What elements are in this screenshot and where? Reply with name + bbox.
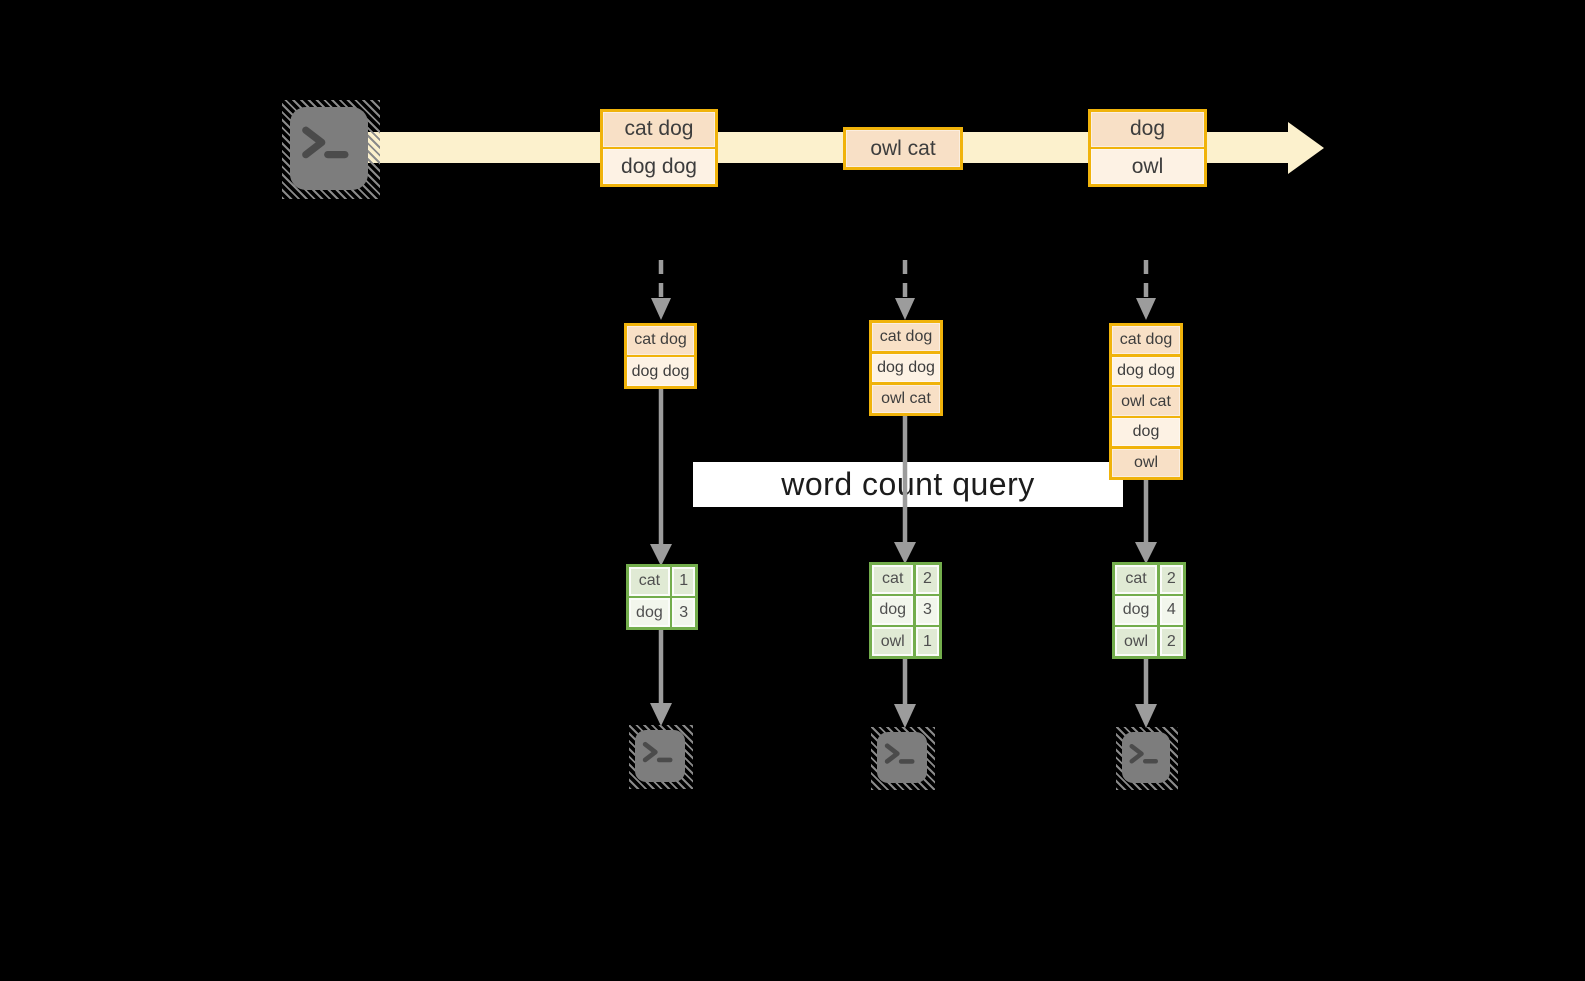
count-word: dog (1115, 596, 1158, 625)
stream-source-terminal-icon (282, 100, 380, 199)
event-buffer-1: cat dog dog dog (624, 323, 697, 389)
sink-arrow-3 (1135, 659, 1157, 728)
event-buffer-2: cat dog dog dog owl cat (869, 320, 943, 416)
query-arrow-1 (650, 389, 672, 566)
count-word: dog (629, 598, 670, 627)
buffer-line: dog (1112, 418, 1180, 447)
sink-arrow-1 (650, 630, 672, 726)
count-value: 3 (672, 598, 695, 627)
query-arrow-2 (894, 414, 916, 564)
buffer-line: dog dog (872, 353, 940, 383)
terminal-icon (877, 732, 927, 783)
count-table-1: cat 1 dog 3 (626, 564, 698, 630)
count-word: dog (872, 596, 914, 625)
terminal-icon (1122, 732, 1170, 783)
sink-terminal-icon-2 (871, 727, 935, 790)
dashed-arrow-down-3 (1136, 260, 1156, 320)
terminal-prompt-glyph (302, 126, 349, 159)
sink-arrow-2 (894, 659, 916, 728)
buffer-line: dog dog (1112, 356, 1180, 385)
stream-event-2: owl cat (843, 127, 963, 170)
buffer-line: cat dog (872, 323, 940, 352)
count-word: cat (872, 565, 914, 594)
buffer-line: owl cat (1112, 387, 1180, 416)
query-label: word count query (781, 466, 1035, 502)
terminal-icon (635, 730, 685, 782)
buffer-line: owl cat (872, 384, 940, 413)
terminal-icon (290, 107, 368, 190)
buffer-line: cat dog (1112, 326, 1180, 355)
count-word: owl (872, 627, 914, 656)
count-word: owl (1115, 627, 1158, 656)
stream-event-1: cat dog dog dog (600, 109, 718, 187)
stream-event-3: dog owl (1088, 109, 1207, 187)
count-value: 2 (915, 565, 939, 594)
count-value: 3 (915, 596, 939, 625)
count-word: cat (629, 567, 670, 596)
count-word: cat (1115, 565, 1158, 594)
terminal-prompt-glyph (884, 743, 915, 764)
event-line: dog (1091, 112, 1204, 147)
buffer-line: dog dog (627, 357, 694, 386)
event-line: owl cat (846, 130, 960, 167)
count-value: 1 (915, 627, 939, 656)
event-line: dog dog (603, 149, 715, 184)
dashed-arrow-down-2 (895, 260, 915, 320)
count-table-2: cat 2 dog 3 owl 1 (869, 562, 942, 659)
count-value: 4 (1159, 596, 1183, 625)
count-value: 2 (1159, 565, 1183, 594)
terminal-prompt-glyph (1129, 744, 1158, 764)
buffer-line: cat dog (627, 326, 694, 355)
terminal-prompt-glyph (642, 741, 673, 763)
query-banner: word count query (693, 462, 1123, 507)
buffer-line: owl (1112, 448, 1180, 478)
sink-terminal-icon-3 (1116, 727, 1178, 790)
query-arrow-3 (1135, 478, 1157, 564)
event-buffer-3: cat dog dog dog owl cat dog owl (1109, 323, 1183, 480)
count-value: 2 (1159, 627, 1183, 656)
sink-terminal-icon-1 (629, 725, 693, 789)
event-line: cat dog (603, 112, 715, 147)
event-line: owl (1091, 149, 1204, 184)
dashed-arrow-down-1 (651, 260, 671, 320)
count-table-3: cat 2 dog 4 owl 2 (1112, 562, 1186, 659)
count-value: 1 (672, 567, 695, 596)
